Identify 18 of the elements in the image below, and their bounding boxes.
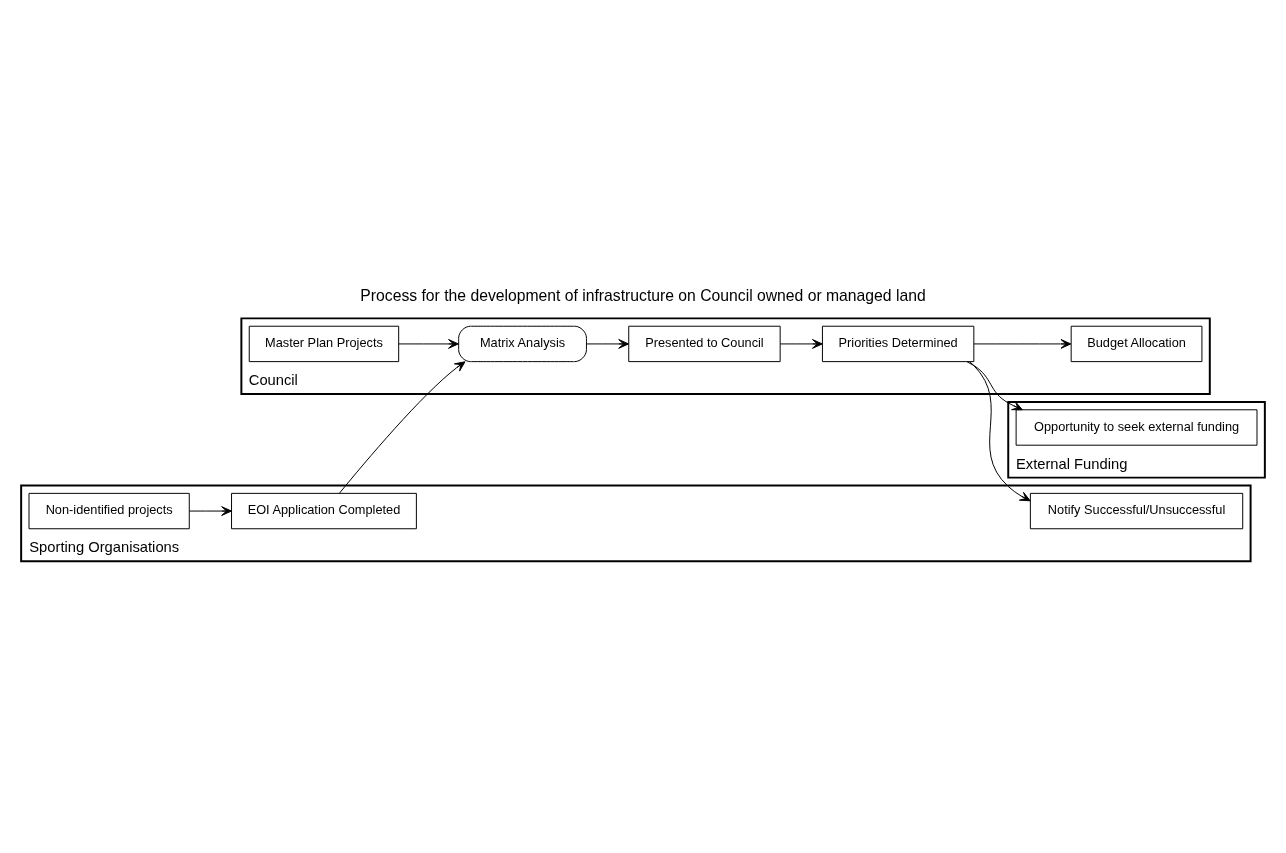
arrow	[969, 360, 1031, 501]
node-box: Budget Allocation	[1070, 325, 1203, 362]
arrow	[398, 338, 459, 349]
arrow	[586, 338, 629, 349]
arrow	[188, 505, 232, 516]
node-box: Opportunity to seek external funding	[1015, 408, 1258, 446]
arrow	[966, 360, 1023, 410]
node-box: Notify Successful/Unsuccessful	[1029, 492, 1244, 529]
arrow	[779, 338, 823, 349]
node-box: Presented to Council	[628, 325, 781, 362]
arrow	[338, 360, 466, 494]
node-box: Master Plan Projects	[248, 325, 400, 362]
diagram-title: Process for the development of infrastructure on Council owned or managed land	[360, 286, 926, 304]
arrow	[973, 338, 1072, 349]
node-box: Matrix Analysis	[458, 325, 587, 362]
node-box: Non-identified projects	[28, 492, 190, 529]
node-box: Priorities Determined	[821, 325, 975, 362]
node-box: EOI Application Completed	[231, 492, 417, 529]
